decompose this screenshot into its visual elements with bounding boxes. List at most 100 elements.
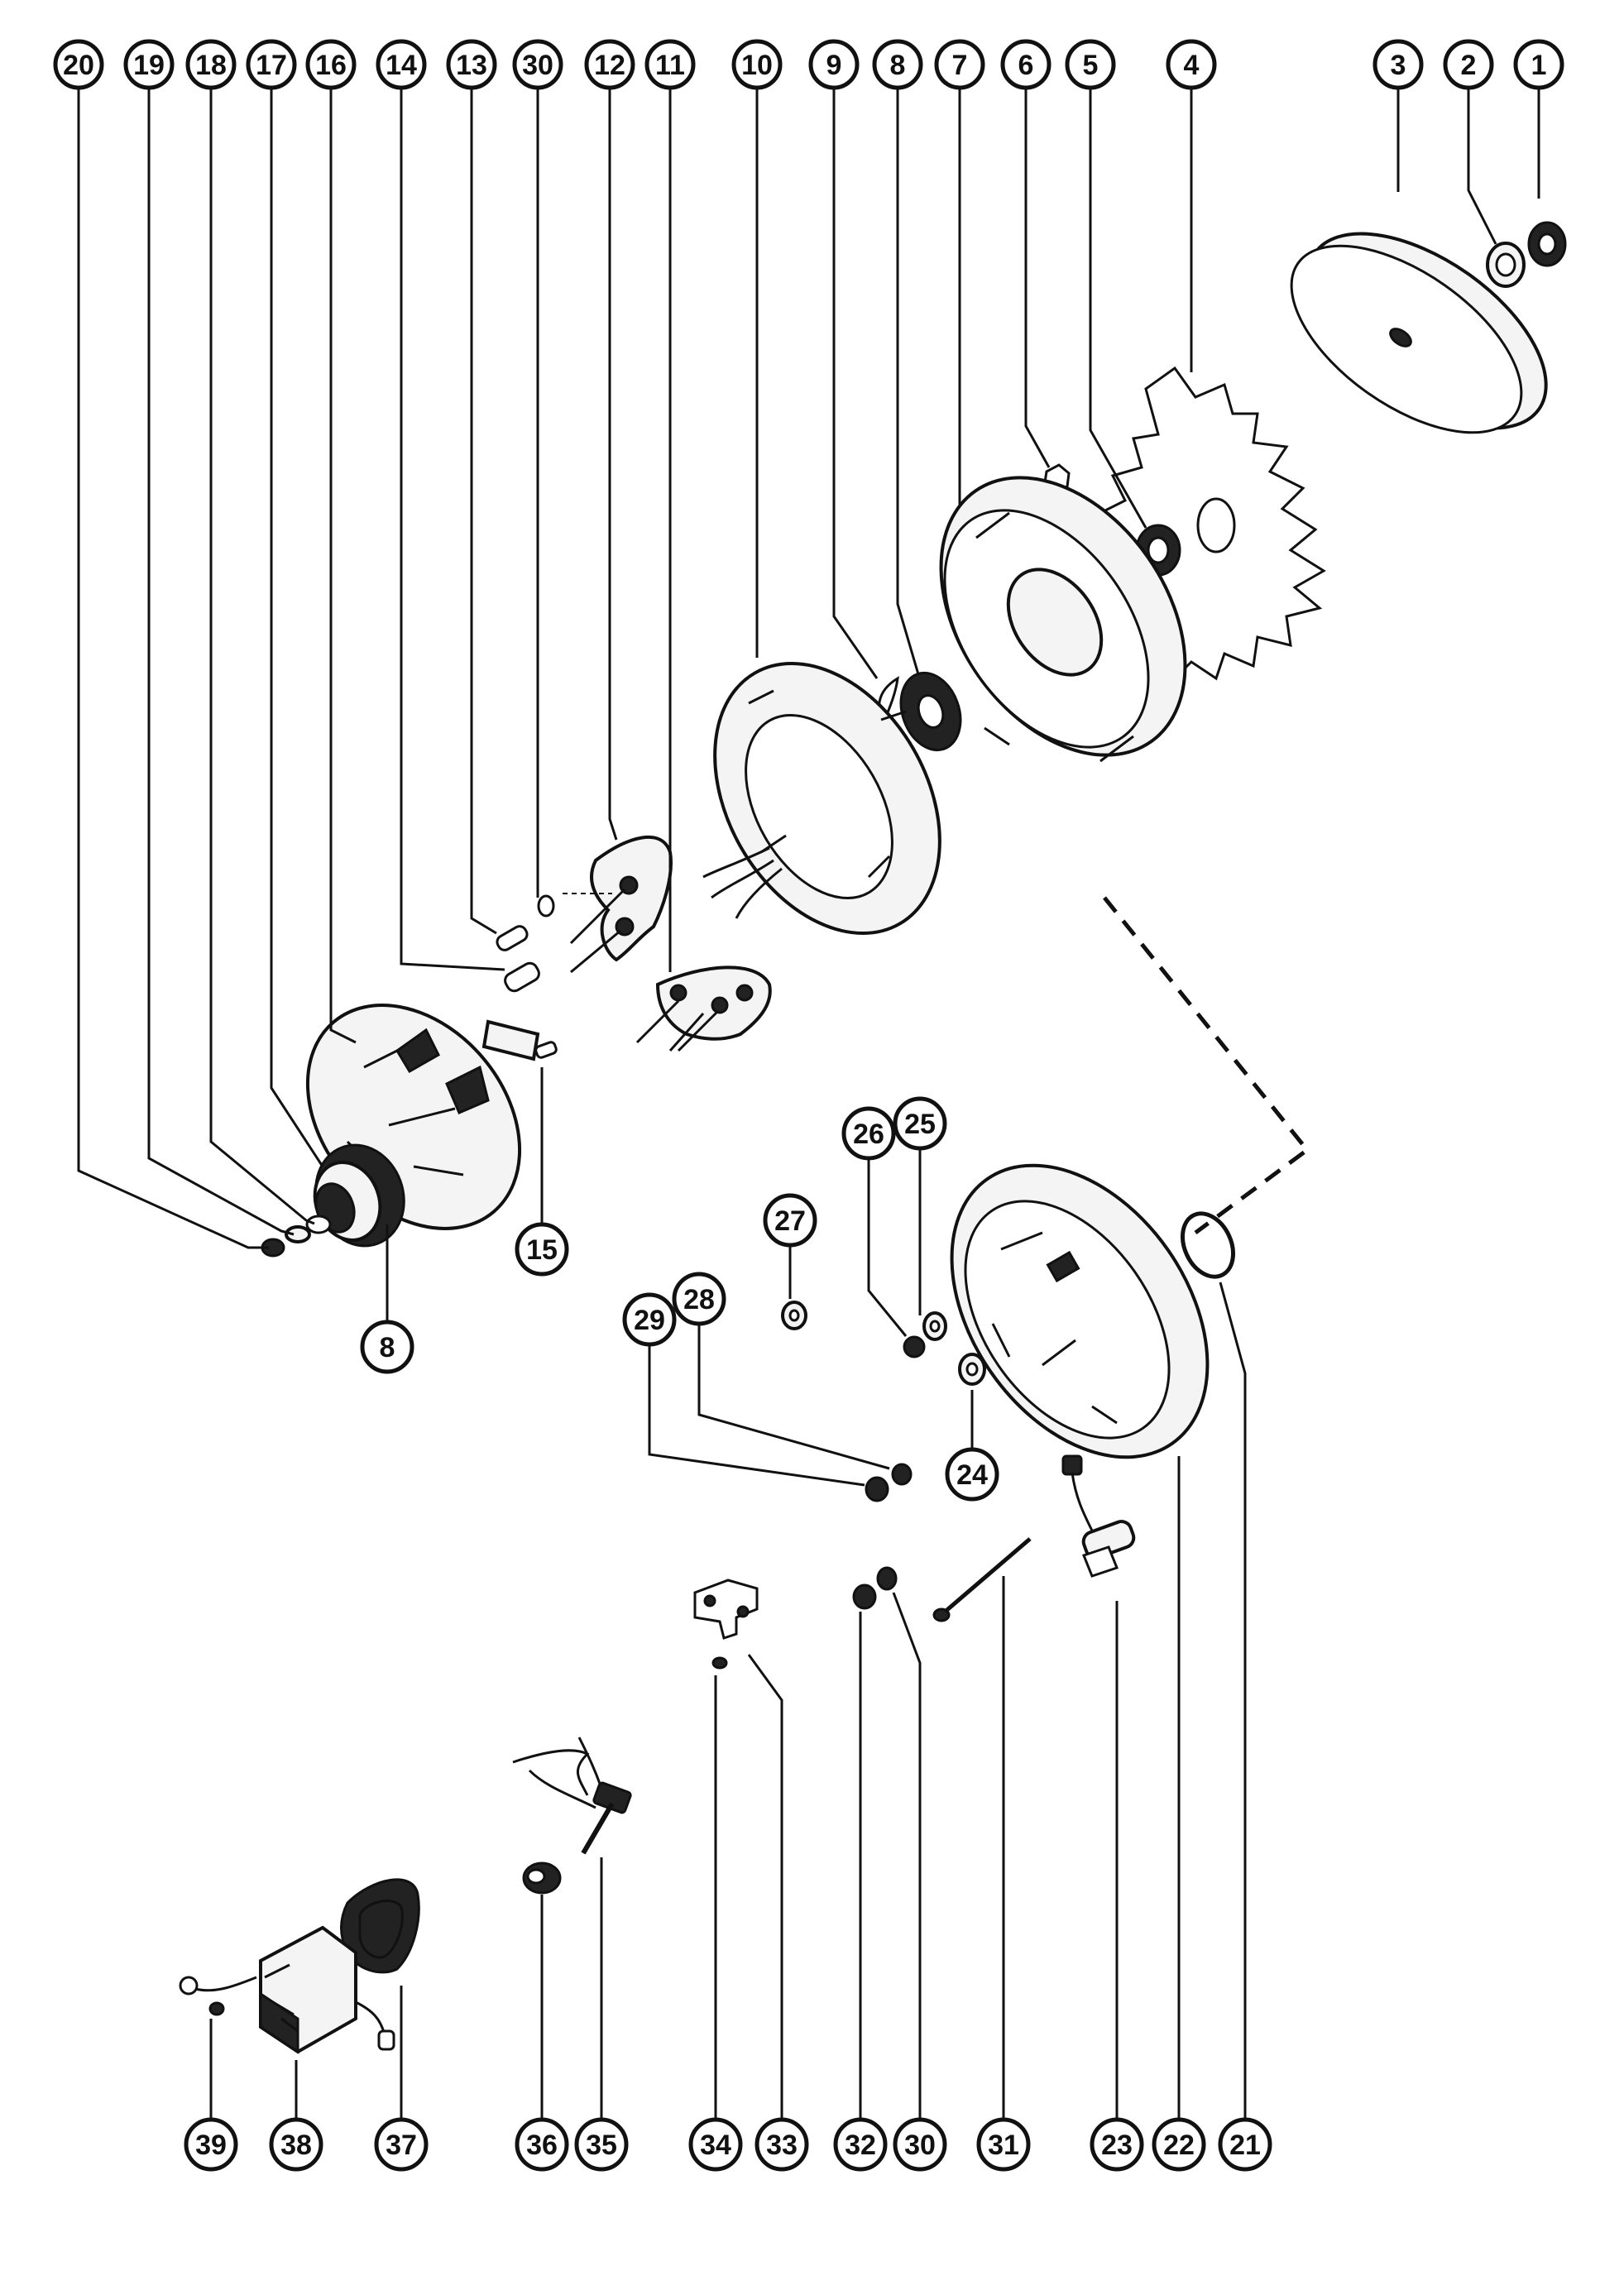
parts xyxy=(179,221,1567,2054)
part-14-sleeve xyxy=(504,961,540,993)
callout-23: 23 xyxy=(1090,2117,1144,2172)
svg-text:3: 3 xyxy=(1391,50,1406,81)
part-25-washer xyxy=(922,1311,947,1341)
part-15-key xyxy=(534,1041,558,1059)
callout-18: 18 xyxy=(185,39,237,90)
callout-2: 2 xyxy=(1443,39,1494,90)
callout-19: 19 xyxy=(123,39,175,90)
part-18-collar xyxy=(305,1215,332,1234)
callout-39: 39 xyxy=(184,2117,238,2172)
callout-4: 4 xyxy=(1166,39,1217,90)
leader-lines xyxy=(77,88,1540,2120)
svg-text:7: 7 xyxy=(952,50,968,81)
svg-text:12: 12 xyxy=(594,50,625,81)
part-32-nut xyxy=(852,1583,877,1610)
callout-36: 36 xyxy=(515,2117,569,2172)
svg-text:6: 6 xyxy=(1018,50,1034,81)
svg-text:37: 37 xyxy=(386,2130,417,2161)
callout-1: 1 xyxy=(1513,39,1564,90)
svg-text:29: 29 xyxy=(634,1305,665,1336)
svg-text:1: 1 xyxy=(1531,50,1547,81)
callout-38: 38 xyxy=(269,2117,323,2172)
callout-12: 12 xyxy=(584,39,635,90)
svg-text:19: 19 xyxy=(133,50,165,81)
callout-13: 13 xyxy=(446,39,497,90)
svg-text:28: 28 xyxy=(683,1284,715,1315)
callout-24: 24 xyxy=(945,1447,999,1502)
callout-26: 26 xyxy=(841,1106,896,1161)
part-30-washer-upper xyxy=(537,894,555,918)
callout-9: 9 xyxy=(808,39,860,90)
callout-21: 21 xyxy=(1218,2117,1272,2172)
svg-text:8: 8 xyxy=(890,50,906,81)
svg-text:10: 10 xyxy=(741,50,773,81)
svg-text:33: 33 xyxy=(766,2130,798,2161)
callout-16: 16 xyxy=(305,39,357,90)
part-26-nut xyxy=(903,1335,926,1358)
callout-3: 3 xyxy=(1372,39,1424,90)
callout-29: 29 xyxy=(622,1292,677,1347)
part-8-bearing-front xyxy=(899,671,962,752)
callout-8-middle: 8 xyxy=(360,1320,414,1374)
svg-text:13: 13 xyxy=(456,50,487,81)
part-10-stator xyxy=(702,662,941,935)
part-13-sleeve xyxy=(496,925,529,951)
callout-33: 33 xyxy=(755,2117,809,2172)
part-12-heat-sink-upper xyxy=(563,835,673,974)
part-29-nut xyxy=(865,1476,889,1502)
svg-text:27: 27 xyxy=(774,1205,806,1237)
callout-6: 6 xyxy=(1000,39,1052,90)
callout-37: 37 xyxy=(374,2117,429,2172)
svg-text:2: 2 xyxy=(1461,50,1477,81)
callout-30-bottom: 30 xyxy=(893,2117,947,2172)
callout-22: 22 xyxy=(1152,2117,1206,2172)
callout-32: 32 xyxy=(833,2117,888,2172)
callout-5: 5 xyxy=(1065,39,1116,90)
svg-text:38: 38 xyxy=(280,2130,312,2161)
assembly-outline xyxy=(1103,896,1310,1235)
svg-text:20: 20 xyxy=(63,50,94,81)
callout-25: 25 xyxy=(893,1096,947,1151)
part-21-o-ring xyxy=(1181,1211,1235,1279)
svg-text:16: 16 xyxy=(315,50,347,81)
part-33-brush-holder xyxy=(693,1579,759,1640)
svg-text:22: 22 xyxy=(1163,2130,1195,2161)
callout-14: 14 xyxy=(376,39,427,90)
callout-11: 11 xyxy=(644,39,696,90)
svg-text:32: 32 xyxy=(845,2130,876,2161)
callout-8-top: 8 xyxy=(872,39,923,90)
svg-text:25: 25 xyxy=(904,1109,936,1140)
svg-text:15: 15 xyxy=(526,1234,558,1266)
svg-text:36: 36 xyxy=(526,2130,558,2161)
callouts: 20 19 18 17 16 14 13 30 12 11 10 9 8 7 6… xyxy=(53,39,1564,2172)
callout-35: 35 xyxy=(574,2117,629,2172)
callout-7: 7 xyxy=(934,39,985,90)
callout-31: 31 xyxy=(976,2117,1031,2172)
part-34-screw xyxy=(711,1656,728,1670)
part-1-nut xyxy=(1527,221,1567,267)
svg-text:35: 35 xyxy=(586,2130,617,2161)
svg-text:24: 24 xyxy=(956,1459,988,1491)
part-2-washer xyxy=(1486,242,1526,288)
part-23-capacitor xyxy=(1061,1454,1136,1578)
callout-17: 17 xyxy=(246,39,297,90)
part-19-washer xyxy=(285,1225,311,1243)
part-7-front-housing xyxy=(939,476,1187,763)
part-3-pulley xyxy=(1290,232,1548,434)
part-27-washer xyxy=(781,1301,807,1330)
svg-text:30: 30 xyxy=(522,50,553,81)
svg-text:11: 11 xyxy=(655,50,685,81)
callout-28: 28 xyxy=(672,1272,726,1326)
svg-text:18: 18 xyxy=(195,50,227,81)
svg-text:31: 31 xyxy=(988,2130,1019,2161)
svg-text:26: 26 xyxy=(853,1119,884,1150)
part-24-washer xyxy=(958,1353,986,1386)
svg-text:39: 39 xyxy=(195,2130,227,2161)
callout-30-top: 30 xyxy=(512,39,563,90)
part-30-washer-lower xyxy=(876,1566,898,1591)
svg-text:14: 14 xyxy=(386,50,417,81)
part-35-insulator xyxy=(512,1737,632,1855)
callout-20: 20 xyxy=(53,39,104,90)
callout-27: 27 xyxy=(763,1193,817,1248)
svg-text:30: 30 xyxy=(904,2130,936,2161)
